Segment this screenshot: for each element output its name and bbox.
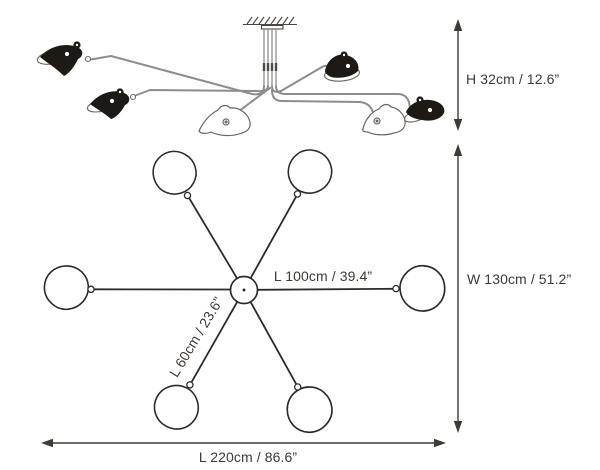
plan-arm-upper-left xyxy=(188,197,239,280)
plan-arms xyxy=(93,195,394,386)
width-dimension-label: W 130cm / 51.2” xyxy=(467,271,572,287)
arrow-up-icon xyxy=(453,144,463,156)
side-view xyxy=(36,16,445,137)
lamp-shade-lower-left xyxy=(86,88,137,119)
plan-arm-upper-right xyxy=(249,195,297,280)
plan-hub xyxy=(229,275,259,305)
lamp-shade-white-center xyxy=(198,104,251,137)
plan-shade-upper-right xyxy=(281,143,339,200)
arrow-up-icon xyxy=(453,19,463,31)
arrow-right-icon xyxy=(434,438,446,448)
lamp-shade-upper-left xyxy=(36,41,92,76)
arm-right-front xyxy=(271,89,376,119)
plan-swivel-rings xyxy=(87,190,400,391)
ball-joint xyxy=(84,55,92,63)
arrow-left-icon xyxy=(41,438,53,448)
plan-arm-lower-right xyxy=(249,300,298,386)
rod-sleeves xyxy=(262,63,278,71)
ball-joint xyxy=(129,93,137,101)
lamp-arms xyxy=(87,55,412,121)
plan-view xyxy=(40,141,450,439)
long-arm-length-label: L 100cm / 39.4” xyxy=(273,268,373,284)
plan-shade-upper-left xyxy=(143,141,206,204)
width-dimension-arrow xyxy=(453,144,463,433)
plan-shade-right xyxy=(395,261,450,316)
plan-shade-lower-right xyxy=(282,382,337,437)
arrow-down-icon xyxy=(453,119,463,131)
arm-upper-right xyxy=(271,64,331,93)
height-dimension-label: H 32cm / 12.6” xyxy=(466,71,560,87)
arm-upper-left xyxy=(87,55,265,96)
overall-length-dimension-label: L 220cm / 86.6” xyxy=(198,449,298,465)
lamp-shade-upper-right xyxy=(324,51,360,82)
plan-arm-lower-left xyxy=(190,300,239,384)
arrow-down-icon xyxy=(453,421,463,433)
ceiling-mount xyxy=(243,16,297,30)
drop-rods xyxy=(262,29,278,88)
plan-shade-left xyxy=(40,261,93,314)
height-dimension-arrow xyxy=(453,19,463,131)
plan-arm-right xyxy=(256,287,394,291)
arm-far-right xyxy=(275,85,412,115)
ceiling-hatch-marks xyxy=(246,16,295,25)
canopy-plate xyxy=(260,24,284,30)
lamp-shade-white-right xyxy=(362,103,406,136)
arm-lower-left xyxy=(133,85,269,97)
plan-shade-lower-left xyxy=(144,375,209,439)
length-dimension-arrow xyxy=(41,438,446,448)
